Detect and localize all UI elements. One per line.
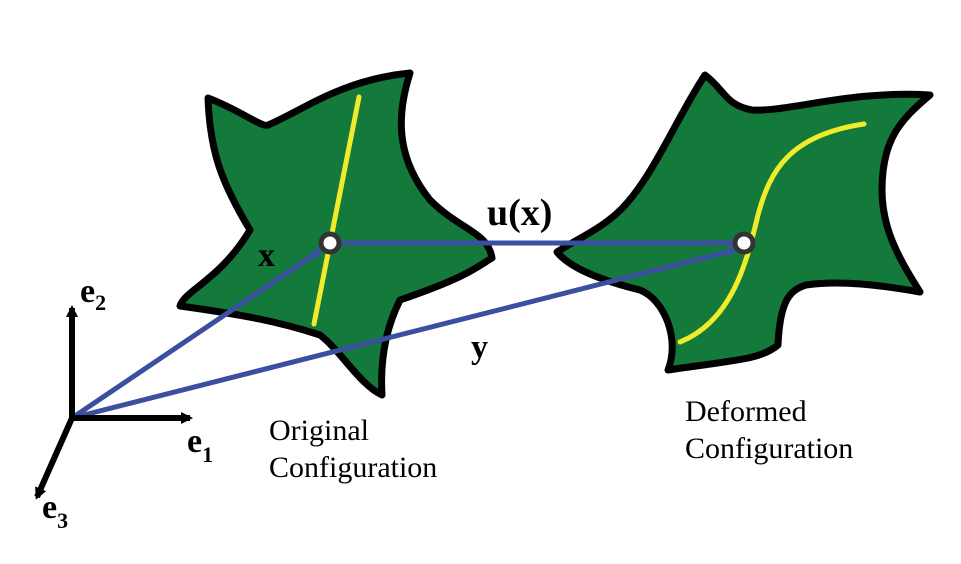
position-vector-x-arrow (70, 247, 323, 421)
label-e2-subscript: 2 (95, 290, 106, 315)
label-e3-subscript: 3 (57, 508, 68, 533)
label-u-of-x: u(x) (487, 192, 552, 234)
position-vector-y-arrow (71, 247, 737, 421)
caption-deformed-line2: Configuration (685, 432, 853, 465)
caption-deformed-line1: Deformed (685, 395, 807, 428)
caption-original-line1: Original (269, 414, 369, 447)
label-e3: e3 (42, 489, 68, 533)
deformed-material-point (732, 231, 756, 255)
label-e2: e2 (80, 273, 106, 315)
original-material-line (311, 94, 362, 327)
label-e1-subscript: 1 (202, 442, 213, 467)
label-x: x (258, 237, 275, 274)
axis-e3-arrow (34, 416, 75, 500)
deformed-body-shape (553, 71, 934, 374)
label-y: y (471, 329, 488, 366)
label-e1: e1 (187, 423, 213, 467)
caption-original-line2: Configuration (269, 451, 437, 484)
deformed-material-line (677, 121, 867, 345)
original-material-point (318, 231, 342, 255)
